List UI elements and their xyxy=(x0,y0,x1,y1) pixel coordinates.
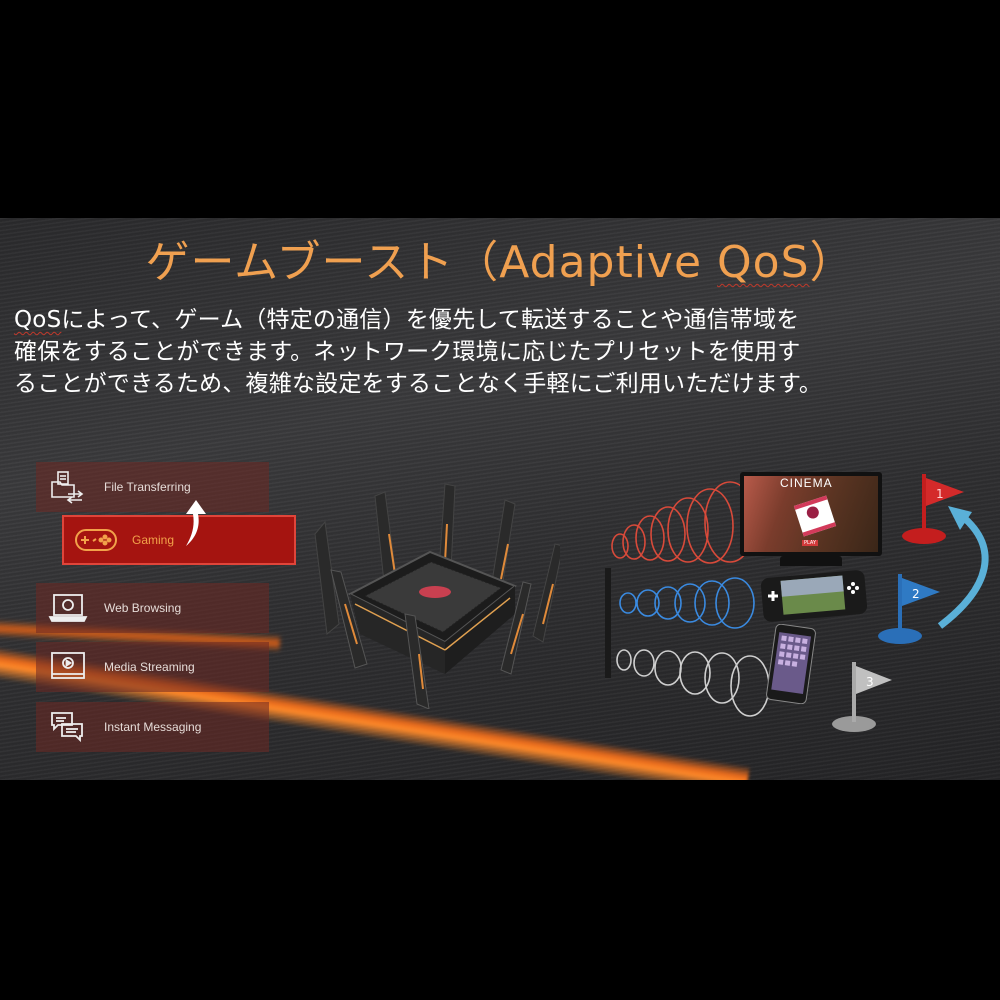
description-line-2: 確保をすることができます。ネットワーク環境に応じたプリセットを使用す xyxy=(14,339,801,365)
laptop-globe-icon xyxy=(48,591,88,625)
smartphone-icon xyxy=(766,624,816,704)
signal-waves-icon xyxy=(605,481,989,717)
description-line-3: ることができるため、複雑な設定をすることなく手軽にご利用いただけます。 xyxy=(14,371,823,397)
handheld-console-icon xyxy=(760,570,868,622)
promo-slide: ゲームブースト（Adaptive QoS） QoSによって、ゲーム（特定の通信）… xyxy=(0,218,1000,780)
monitor-play-icon xyxy=(48,650,88,684)
slide-description: QoSによって、ゲーム（特定の通信）を優先して転送することや通信帯域を 確保をす… xyxy=(14,304,989,400)
description-line-1: QoSによって、ゲーム（特定の通信）を優先して転送することや通信帯域を xyxy=(14,307,800,333)
category-label: Media Streaming xyxy=(104,660,195,674)
category-instant-messaging: Instant Messaging xyxy=(36,702,269,752)
category-web-browsing: Web Browsing xyxy=(36,583,269,633)
description-qos: QoS xyxy=(14,307,62,333)
category-media-streaming: Media Streaming xyxy=(36,642,269,692)
file-transfer-icon xyxy=(48,470,88,504)
category-label: Web Browsing xyxy=(104,601,182,615)
priority-flag-1-icon: 1 xyxy=(902,474,964,544)
priority-flag-2-icon: 2 xyxy=(878,574,940,644)
category-gaming-highlighted: Gaming xyxy=(62,515,296,565)
gamepad-icon xyxy=(74,525,118,555)
qos-category-list: File Transferring Web Browsing Media Str… xyxy=(36,462,269,755)
play-label: PLAY xyxy=(802,540,819,546)
chat-bubbles-icon xyxy=(48,710,88,744)
priority-up-arrow-icon xyxy=(186,500,206,546)
priority-flag-3-icon: 3 xyxy=(832,662,892,732)
device-priority-illustration: CINEMA PLAY xyxy=(600,458,1000,758)
svg-text:1: 1 xyxy=(936,487,944,501)
tv-stand xyxy=(780,556,842,566)
gaming-router-image xyxy=(314,483,560,709)
slide-title: ゲームブースト（Adaptive QoS） xyxy=(145,237,855,288)
category-label: Gaming xyxy=(132,533,175,547)
svg-text:3: 3 xyxy=(866,675,874,689)
svg-text:2: 2 xyxy=(912,587,920,601)
category-label: File Transferring xyxy=(104,480,191,494)
tv-cinema: CINEMA PLAY xyxy=(740,472,882,556)
category-label: Instant Messaging xyxy=(104,720,202,734)
cinema-label: CINEMA xyxy=(780,476,833,490)
category-file-transferring: File Transferring xyxy=(36,462,269,512)
